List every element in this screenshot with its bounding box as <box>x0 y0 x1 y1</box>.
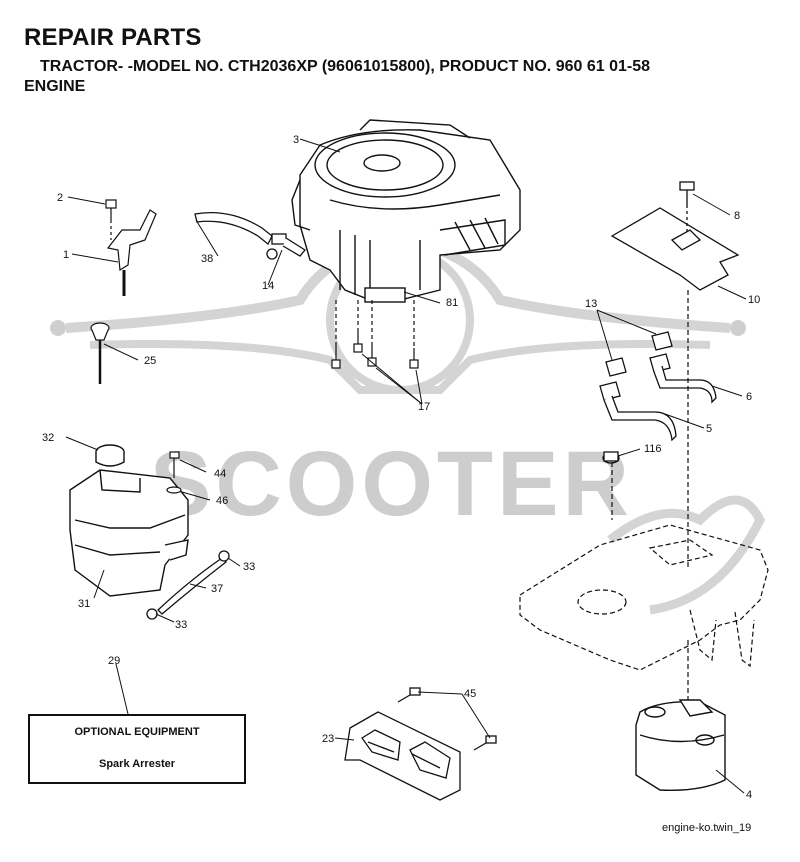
callout-116: 116 <box>644 443 662 455</box>
muffler <box>635 699 726 791</box>
callout-33-upper: 33 <box>243 561 255 573</box>
spark-arrester-screen <box>344 687 497 801</box>
callout-81: 81 <box>446 297 458 309</box>
callout-45: 45 <box>464 688 476 700</box>
throttle-bracket <box>105 199 157 296</box>
callout-17: 17 <box>418 401 430 413</box>
callout-31: 31 <box>78 598 90 610</box>
page-title: REPAIR PARTS <box>24 24 202 51</box>
heat-shield <box>610 181 740 291</box>
optional-equipment-title: OPTIONAL EQUIPMENT <box>74 726 200 738</box>
tank-screw <box>166 451 182 494</box>
fuel-line-lower <box>146 550 230 620</box>
callout-4: 4 <box>746 789 752 801</box>
tractor-frame <box>519 290 769 705</box>
callout-6: 6 <box>746 391 752 403</box>
callout-25: 25 <box>144 355 156 367</box>
fuel-line <box>194 211 306 260</box>
callout-10: 10 <box>748 294 760 306</box>
callout-labels: 1 2 3 4 5 6 8 10 13 14 17 23 25 29 31 32… <box>42 134 760 801</box>
optional-equipment-item: Spark Arrester <box>98 758 176 770</box>
callout-5: 5 <box>706 423 712 435</box>
callout-33-lower: 33 <box>175 619 187 631</box>
callout-13: 13 <box>585 298 597 310</box>
callout-14: 14 <box>262 280 274 292</box>
diagram-code: engine-ko.twin_19 <box>662 822 752 834</box>
callout-46: 46 <box>216 495 228 507</box>
callout-29: 29 <box>108 655 120 667</box>
exhaust-pipes <box>599 331 717 464</box>
callout-3: 3 <box>293 134 299 146</box>
callout-1: 1 <box>63 249 69 261</box>
dipstick <box>90 322 110 384</box>
optional-equipment-box: OPTIONAL EQUIPMENT Spark Arrester <box>28 714 246 784</box>
watermark-text: SCOOTER <box>150 433 633 535</box>
callout-2: 2 <box>57 192 63 204</box>
engine-assembly <box>291 119 521 303</box>
callout-38: 38 <box>201 253 213 265</box>
model-subtitle: TRACTOR- -MODEL NO. CTH2036XP (960610158… <box>40 58 650 75</box>
callout-37: 37 <box>211 583 223 595</box>
section-heading: ENGINE <box>24 78 86 95</box>
callout-44: 44 <box>214 468 226 480</box>
callout-23: 23 <box>322 733 334 745</box>
leader-lines <box>65 138 747 794</box>
callout-32: 32 <box>42 432 54 444</box>
fuel-tank <box>69 444 189 597</box>
callout-8: 8 <box>734 210 740 222</box>
